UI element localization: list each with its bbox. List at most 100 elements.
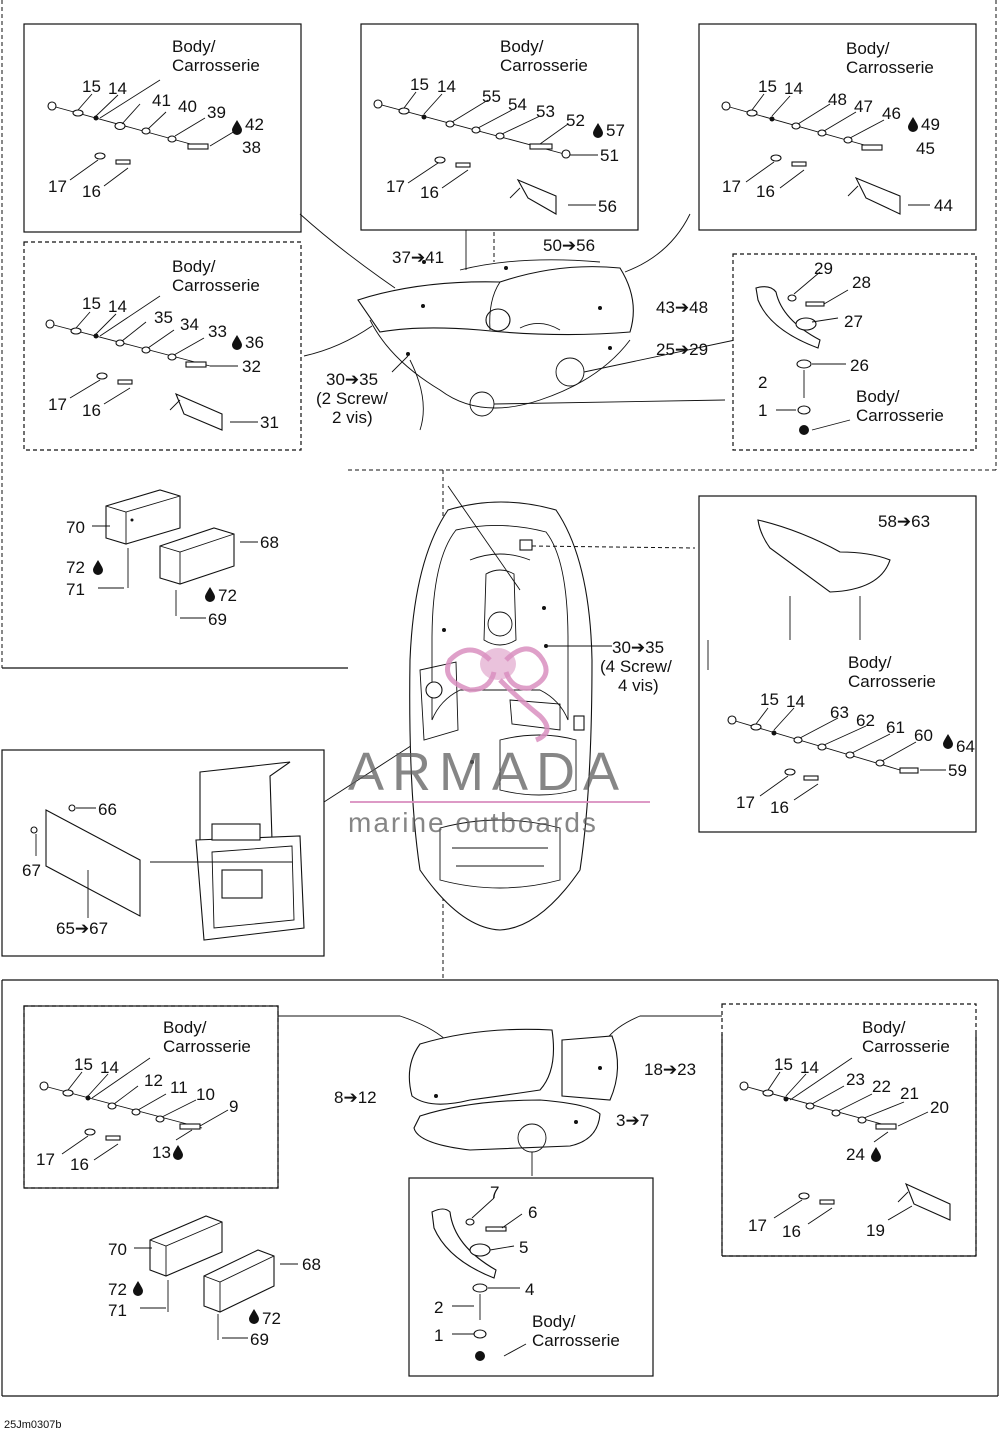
carrosserie-label: Carrosserie <box>500 56 588 75</box>
detail-box-50-56: Body/ Carrosserie 15 14 55 54 53 52 57 5… <box>360 23 639 231</box>
callout-p1: 1 <box>434 1326 443 1345</box>
seat-illustration: 8➔12 18➔23 3➔7 <box>278 1015 722 1176</box>
callout-p47: 47 <box>854 97 873 116</box>
callout-p4: 4 <box>525 1280 534 1299</box>
callout-p50-56: 50➔56 <box>543 236 595 255</box>
detail-box-25-29: 29 28 27 26 2 1 Body/ Carrosserie <box>732 253 977 451</box>
callout-p17: 17 <box>48 177 67 196</box>
callout-p10: 10 <box>196 1085 215 1104</box>
callout-p23: 23 <box>846 1070 865 1089</box>
callout-p41: 41 <box>152 91 171 110</box>
callout-p18-23: 18➔23 <box>644 1060 696 1079</box>
callout-p61: 61 <box>886 718 905 737</box>
callout-p30-35: 30➔35 <box>326 370 378 389</box>
callout-p72: 72 <box>218 586 237 605</box>
callout-p16: 16 <box>770 798 789 817</box>
upper-body-illustration: 37➔41 50➔56 43➔48 25➔29 30➔35 (2 Screw/ … <box>299 213 736 431</box>
callout-p14: 14 <box>108 79 127 98</box>
callout-p64: 64 <box>956 737 975 756</box>
detail-box-68-72-lower: 70 68 72 71 72 69 <box>108 1215 321 1349</box>
callout-p14: 14 <box>108 297 127 316</box>
callout-p52: 52 <box>566 111 585 130</box>
body-label: Body/ <box>172 257 216 276</box>
callout-p11: 11 <box>170 1078 188 1097</box>
screw2-line2-label: 2 vis) <box>332 408 373 427</box>
callout-p13: 13 <box>152 1143 171 1162</box>
callout-p58-63: 58➔63 <box>878 512 930 531</box>
carrosserie-label: Carrosserie <box>172 56 260 75</box>
callout-p14: 14 <box>786 692 805 711</box>
callout-p16: 16 <box>82 182 101 201</box>
callout-p15: 15 <box>760 690 779 709</box>
callout-p17: 17 <box>722 177 741 196</box>
callout-p15: 15 <box>82 294 101 313</box>
callout-p6: 6 <box>528 1203 537 1222</box>
callout-p14: 14 <box>784 79 803 98</box>
callout-p48: 48 <box>828 90 847 109</box>
callout-p71: 71 <box>66 580 85 599</box>
callout-p68: 68 <box>260 533 279 552</box>
callout-p43-48: 43➔48 <box>656 298 708 317</box>
callout-p5: 5 <box>519 1238 528 1257</box>
detail-box-65-67: 66 67 65➔67 <box>1 739 421 957</box>
callout-p60: 60 <box>914 726 933 745</box>
callout-p15: 15 <box>410 75 429 94</box>
detail-box-37-41: Body/ Carrosserie 15 14 41 40 39 42 38 1… <box>23 23 302 233</box>
callout-p59: 59 <box>948 761 967 780</box>
callout-p71: 71 <box>108 1301 127 1320</box>
callout-p54: 54 <box>508 95 527 114</box>
callout-p17: 17 <box>386 177 405 196</box>
carrosserie-label: Carrosserie <box>848 672 936 691</box>
detail-box-68-72: 70 68 72 71 72 69 <box>66 489 279 629</box>
callout-p12: 12 <box>144 1071 163 1090</box>
carrosserie-label: Carrosserie <box>862 1037 950 1056</box>
watermark-subtitle: marine outboards <box>348 807 598 838</box>
screw4-line1-label: (4 Screw/ <box>600 657 672 676</box>
callout-p15: 15 <box>774 1055 793 1074</box>
body-label: Body/ <box>532 1312 576 1331</box>
callout-p14: 14 <box>800 1058 819 1077</box>
callout-p72: 72 <box>262 1309 281 1328</box>
callout-p57: 57 <box>606 121 625 140</box>
callout-p15: 15 <box>74 1055 93 1074</box>
body-label: Body/ <box>846 39 890 58</box>
callout-p63: 63 <box>830 703 849 722</box>
callout-p36: 36 <box>245 333 264 352</box>
callout-p17: 17 <box>36 1150 55 1169</box>
callout-p25-29: 25➔29 <box>656 340 708 359</box>
figure-code: 25Jm0307b <box>4 1419 62 1431</box>
callout-p2: 2 <box>758 373 767 392</box>
callout-p33: 33 <box>208 322 227 341</box>
callout-p34: 34 <box>180 315 199 334</box>
callout-p14: 14 <box>100 1058 119 1077</box>
callout-p24: 24 <box>846 1145 865 1164</box>
carrosserie-label: Carrosserie <box>163 1037 251 1056</box>
callout-p65-67: 65➔67 <box>56 919 108 938</box>
watermark-logo <box>445 646 550 743</box>
callout-p26: 26 <box>850 356 869 375</box>
callout-p51: 51 <box>600 146 619 165</box>
callout-p21: 21 <box>900 1084 919 1103</box>
callout-p49: 49 <box>921 115 940 134</box>
callout-p70: 70 <box>108 1240 127 1259</box>
callout-p40: 40 <box>178 97 197 116</box>
callout-p17: 17 <box>48 395 67 414</box>
callout-p15: 15 <box>758 77 777 96</box>
callout-p7: 7 <box>490 1183 499 1202</box>
carrosserie-label: Carrosserie <box>846 58 934 77</box>
callout-p72: 72 <box>66 558 85 577</box>
callout-p68: 68 <box>302 1255 321 1274</box>
callout-p37-41: 37➔41 <box>392 248 444 267</box>
callout-p9: 9 <box>229 1097 238 1116</box>
callout-p35: 35 <box>154 308 173 327</box>
detail-box-18-23: Body/ Carrosserie 15 14 23 22 21 20 24 1… <box>721 1003 977 1257</box>
callout-p27: 27 <box>844 312 863 331</box>
boat-top-view: 30➔35 (4 Screw/ 4 vis) <box>409 485 696 931</box>
callout-p39: 39 <box>207 103 226 122</box>
detail-box-43-48: Body/ Carrosserie 15 14 48 47 46 49 45 1… <box>698 23 977 231</box>
watermark: ARMADA marine outboards <box>348 646 650 838</box>
callout-p3-7: 3➔7 <box>616 1111 649 1130</box>
callout-p22: 22 <box>872 1077 891 1096</box>
body-label: Body/ <box>172 37 216 56</box>
